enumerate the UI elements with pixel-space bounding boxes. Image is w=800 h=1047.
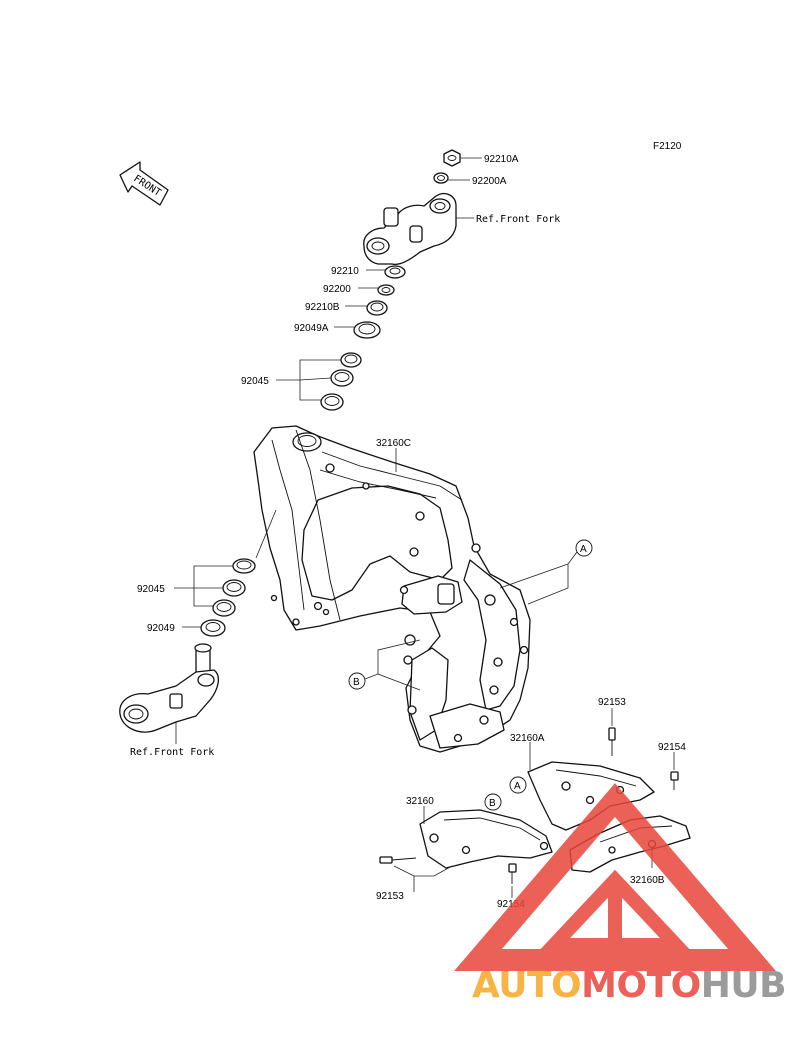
label-32160c: 32160C [376,438,411,449]
bolt-92153-right-icon [608,727,616,756]
seal-92049-icon [200,619,226,637]
lower-triple-clamp-icon [119,643,220,733]
nut-92210a-icon [443,149,461,167]
svg-text:A: A [514,781,521,792]
watermark-triangle-icon [454,783,776,971]
svg-text:AUTOMOTOHUB: AUTOMOTOHUB [472,965,786,1006]
label-92210b: 92210B [305,302,340,313]
figure-code: F2120 [653,141,682,152]
label-32160b: 32160B [630,875,665,886]
bearing-92045-lower-icon [212,558,256,617]
callout-b-bracket: B [484,793,502,811]
callout-a-frame: A [499,539,593,605]
bracket-32160a-icon [527,761,655,831]
label-92049: 92049 [147,623,175,634]
washer-92200a-icon [433,172,449,184]
label-92045-upper: 92045 [241,376,269,387]
label-92210: 92210 [331,266,359,277]
label-92200a: 92200A [472,176,507,187]
label-ref-front-fork-lower: Ref.Front Fork [130,747,214,758]
front-arrow-icon: FRONT [119,161,169,206]
svg-text:A: A [580,544,587,555]
label-32160: 32160 [406,796,434,807]
label-32160a: 32160A [510,733,545,744]
upper-triple-clamp-icon [363,192,457,266]
label-ref-front-fork-upper: Ref.Front Fork [476,214,560,225]
svg-text:B: B [489,798,496,809]
bracket-32160-icon [419,809,553,869]
watermark-auto: AUTO [472,965,581,1006]
washer-92200-icon [377,284,395,296]
main-frame-32160c-icon [253,425,531,753]
nut-92210b-icon [366,300,388,316]
bolt-92154-left-icon [508,863,517,884]
label-92045-lower: 92045 [137,584,165,595]
label-92154-right: 92154 [658,742,686,753]
seal-92049a-icon [353,321,381,339]
watermark-moto: MOTO [581,965,701,1006]
bolt-92153-left-icon [379,856,417,864]
callout-a-bracket: A [509,776,527,794]
label-92153-left: 92153 [376,891,404,902]
svg-text:B: B [353,677,360,688]
label-92200: 92200 [323,284,351,295]
bolt-92154-right-icon [670,771,679,790]
bearing-92045-upper-icon [320,352,362,411]
label-92210a: 92210A [484,154,519,165]
callout-b-frame: B [348,639,421,691]
label-92153-right: 92153 [598,697,626,708]
watermark-hub: HUB [701,965,786,1006]
label-92049a: 92049A [294,323,329,334]
watermark-logo: AUTOMOTOHUB [454,783,787,1006]
nut-92210-icon [384,265,406,279]
